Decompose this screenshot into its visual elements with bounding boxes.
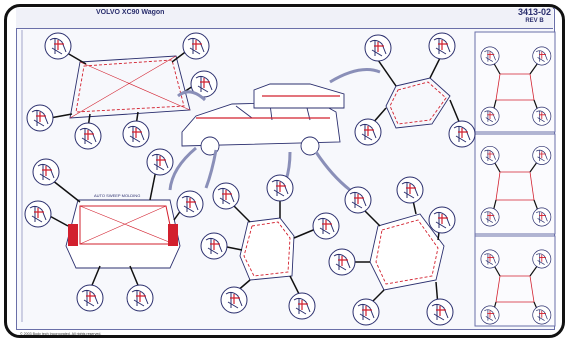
tailgate-callout: AUTO SWEEP MOLDING <box>94 193 140 198</box>
car-side-view <box>181 83 345 156</box>
part-number-block: 3413-02 REV B <box>518 8 551 26</box>
windshield-assembly <box>49 49 197 129</box>
title-bar <box>16 8 553 29</box>
rear-door-assembly <box>221 196 319 297</box>
door-frame-assembly <box>371 57 461 129</box>
diagram-title: VOLVO XC90 Wagon <box>96 9 165 16</box>
right-panel-top <box>474 31 556 327</box>
copyright-note: © 2003 Body tech Incorporated. All right… <box>20 332 102 336</box>
revision-label: REV B <box>525 18 544 24</box>
part-number: 3413-02 <box>517 7 551 17</box>
front-door-assembly <box>352 195 445 307</box>
tailgate-rear-view <box>45 169 185 291</box>
